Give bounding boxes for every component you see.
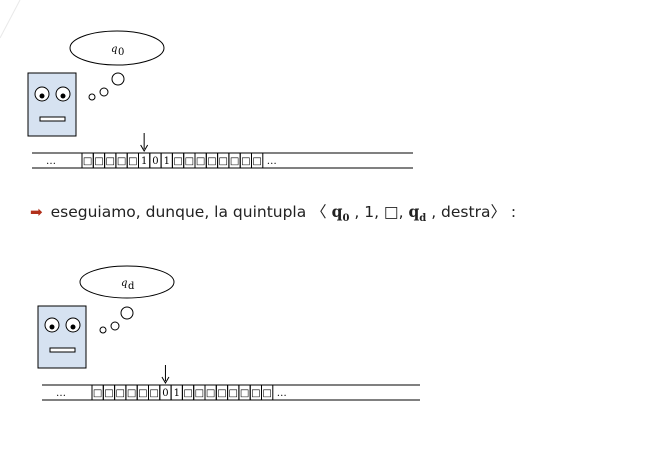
instruction-text: ➡eseguiamo, dunque, la quintupla 〈 q0 , … bbox=[30, 200, 630, 224]
state-label: q bbox=[111, 44, 117, 55]
robot bbox=[27, 72, 77, 137]
tape-symbol: □ bbox=[195, 388, 204, 399]
quintuple-q0: q bbox=[331, 202, 343, 221]
tape-symbol: □ bbox=[251, 388, 260, 399]
tape-symbol: □ bbox=[229, 388, 238, 399]
tape-symbol: □ bbox=[138, 388, 147, 399]
angle-close: 〉 bbox=[490, 203, 506, 221]
tape-symbol: □ bbox=[183, 388, 192, 399]
tape-symbol: □ bbox=[173, 156, 182, 167]
tape-symbol: □ bbox=[93, 388, 102, 399]
decor-line bbox=[0, 0, 21, 39]
tape-symbol: 0 bbox=[152, 156, 158, 167]
tape-symbol: □ bbox=[149, 388, 158, 399]
state-subscript: 0 bbox=[118, 47, 124, 58]
quintuple-direction: , destra bbox=[426, 203, 491, 221]
tape-head-arrowhead bbox=[161, 376, 170, 384]
tape-symbol: □ bbox=[94, 156, 103, 167]
tape-symbol: □ bbox=[217, 388, 226, 399]
quintuple-q0-sub: 0 bbox=[342, 213, 350, 225]
tape-head-arrowhead bbox=[140, 144, 149, 152]
tape-symbol: 1 bbox=[174, 388, 180, 399]
tape-symbol: □ bbox=[196, 156, 205, 167]
state-label: q bbox=[121, 278, 127, 289]
tape-symbol: □ bbox=[128, 156, 137, 167]
right-arrow-icon: ➡ bbox=[30, 203, 43, 221]
angle-open: 〈 bbox=[311, 203, 327, 221]
robot-mouth bbox=[39, 116, 66, 122]
instruction-prefix: eseguiamo, dunque, la quintupla bbox=[50, 203, 312, 221]
tape-symbol: □ bbox=[185, 156, 194, 167]
tape-symbol: □ bbox=[262, 388, 271, 399]
state-subscript: d bbox=[128, 281, 135, 292]
tape-symbol: □ bbox=[104, 388, 113, 399]
tape-symbol: … bbox=[46, 156, 56, 167]
tape-symbol: □ bbox=[127, 388, 136, 399]
tape-symbol: 1 bbox=[164, 156, 170, 167]
thought-bubble: q 0 bbox=[69, 30, 165, 101]
tape-symbol: … bbox=[267, 156, 277, 167]
tape-symbol: … bbox=[277, 388, 287, 399]
tape-symbol: □ bbox=[219, 156, 228, 167]
quintuple-middle: , 1, □, bbox=[349, 203, 409, 221]
quintuple-qd: q bbox=[408, 202, 420, 221]
tape-symbol: □ bbox=[252, 156, 261, 167]
instruction-suffix: : bbox=[505, 203, 517, 221]
tape-cell bbox=[251, 152, 264, 169]
tape-symbol: □ bbox=[207, 156, 216, 167]
tape-cell bbox=[261, 384, 274, 401]
thought-bubble: q d bbox=[79, 265, 175, 334]
tape-symbol: □ bbox=[116, 388, 125, 399]
tape-symbol: □ bbox=[106, 156, 115, 167]
robot-mouth bbox=[49, 347, 76, 353]
quintuple-qd-sub: d bbox=[419, 213, 427, 225]
tape-symbol: 0 bbox=[162, 388, 168, 399]
tape-symbol: □ bbox=[206, 388, 215, 399]
tape-symbol: □ bbox=[241, 156, 250, 167]
robot bbox=[37, 305, 87, 369]
tape-symbol: 1 bbox=[141, 156, 147, 167]
tape-symbol: □ bbox=[83, 156, 92, 167]
tape-symbol: … bbox=[56, 388, 66, 399]
tape-symbol: □ bbox=[240, 388, 249, 399]
tape-symbol: □ bbox=[230, 156, 239, 167]
tape-symbol: □ bbox=[117, 156, 126, 167]
